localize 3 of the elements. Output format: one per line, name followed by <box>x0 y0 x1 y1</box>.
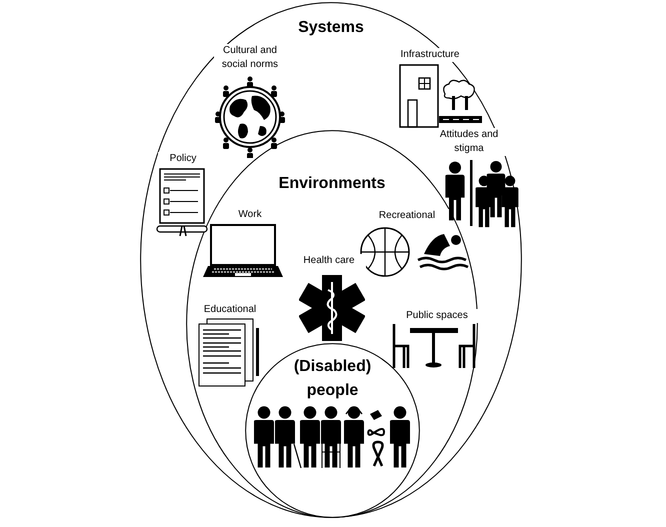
node-title: Environments <box>278 174 386 194</box>
node-title: Systems <box>297 18 365 38</box>
node-title: (Disabled) people <box>292 357 372 401</box>
